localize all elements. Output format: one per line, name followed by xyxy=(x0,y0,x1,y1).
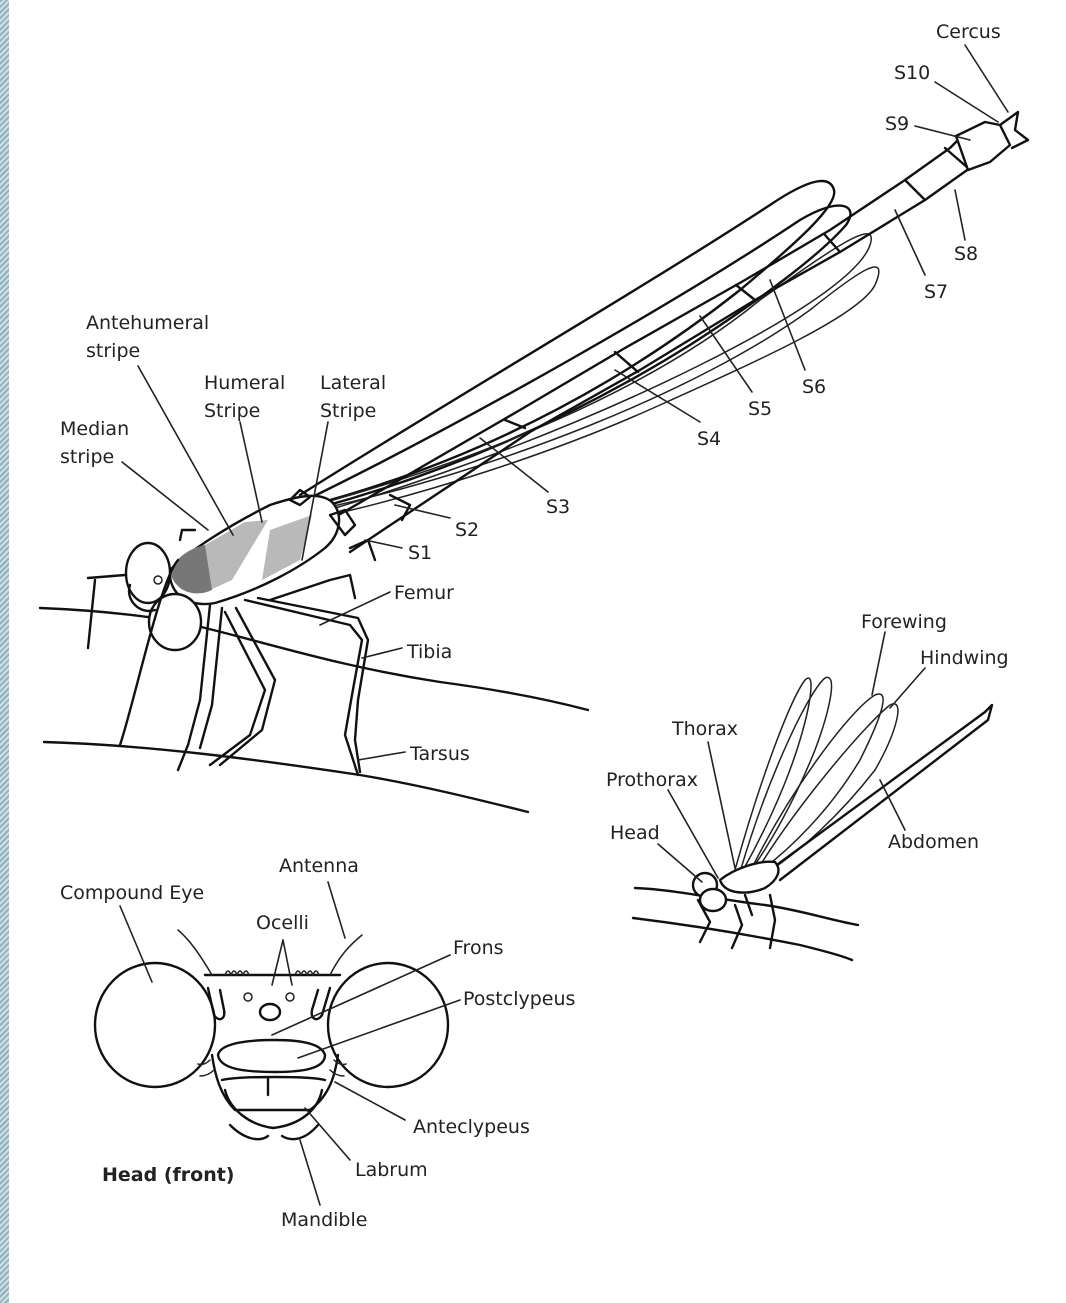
label-median-2: stripe xyxy=(60,446,114,468)
label-humeral-1: Humeral xyxy=(204,372,285,394)
label-frons: Frons xyxy=(453,937,504,959)
label-humeral-2: Stripe xyxy=(204,400,260,422)
label-labrum: Labrum xyxy=(355,1159,428,1181)
label-prothorax: Prothorax xyxy=(606,769,698,791)
label-s10: S10 xyxy=(894,62,930,84)
label-tibia: Tibia xyxy=(406,641,452,663)
label-lateral-2: Stripe xyxy=(320,400,376,422)
label-antehumeral-2: stripe xyxy=(86,340,140,362)
label-s7: S7 xyxy=(924,281,948,303)
label-s3: S3 xyxy=(546,496,570,518)
label-femur: Femur xyxy=(394,582,454,604)
label-lateral-1: Lateral xyxy=(320,372,386,394)
label-compound-eye: Compound Eye xyxy=(60,882,204,904)
label-head: Head xyxy=(610,822,660,844)
label-anteclypeus: Anteclypeus xyxy=(413,1116,530,1138)
label-s6: S6 xyxy=(802,376,826,398)
wings xyxy=(300,181,879,516)
label-s4: S4 xyxy=(697,428,721,450)
label-thorax: Thorax xyxy=(671,718,738,740)
label-tarsus: Tarsus xyxy=(409,743,470,765)
abdomen-segments xyxy=(330,112,1028,552)
label-s5: S5 xyxy=(748,398,772,420)
small-damselfly xyxy=(633,632,992,960)
label-cercus: Cercus xyxy=(936,21,1001,43)
label-median-1: Median xyxy=(60,418,129,440)
main-damselfly xyxy=(40,45,1028,812)
label-s9: S9 xyxy=(885,113,909,135)
label-ocelli: Ocelli xyxy=(256,912,309,934)
label-antenna: Antenna xyxy=(279,855,359,877)
label-s2: S2 xyxy=(455,519,479,541)
label-hindwing: Hindwing xyxy=(920,647,1009,669)
label-head-front-caption: Head (front) xyxy=(102,1164,235,1186)
label-s8: S8 xyxy=(954,243,978,265)
thorax xyxy=(170,490,410,604)
label-forewing: Forewing xyxy=(861,611,947,633)
label-s1: S1 xyxy=(408,542,432,564)
branch xyxy=(40,608,588,812)
label-abdomen: Abdomen xyxy=(888,831,979,853)
label-postclypeus: Postclypeus xyxy=(463,988,575,1010)
label-mandible: Mandible xyxy=(281,1209,367,1231)
label-antehumeral-1: Antehumeral xyxy=(86,312,209,334)
